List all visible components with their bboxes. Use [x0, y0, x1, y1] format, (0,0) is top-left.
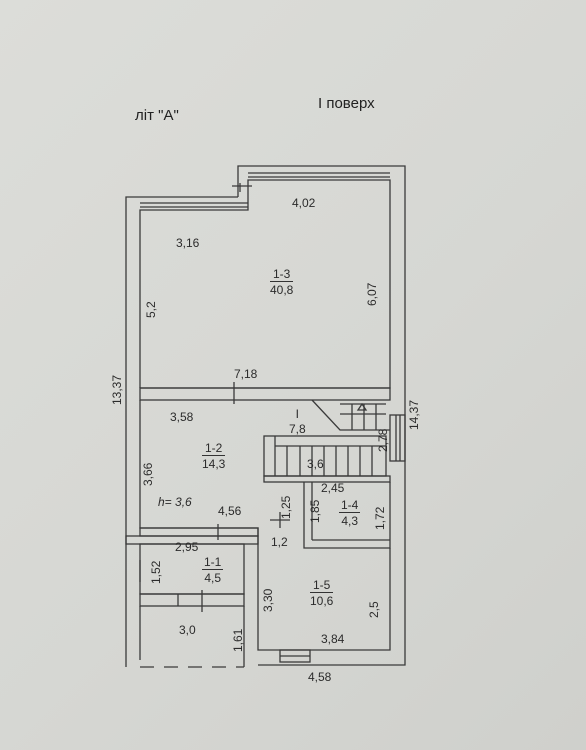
dim-13-37: 13,37	[110, 374, 124, 405]
room-1-4-label: 1-4 4,3	[339, 498, 361, 528]
room-1-2-label: 1-2 14,3	[202, 442, 226, 471]
dim-1-72: 1,72	[373, 506, 387, 530]
room-1-3-label: 1-3 40,8	[270, 268, 294, 297]
dim-3-0: 3,0	[179, 623, 196, 637]
dim-2-78: 2,78	[376, 428, 390, 452]
room-area: 4,3	[341, 514, 359, 528]
dim-1-52: 1,52	[149, 560, 163, 584]
dim-1-25: 1,25	[279, 495, 293, 519]
room-number: 1-5	[310, 579, 334, 593]
room-area: 10,6	[310, 594, 334, 608]
room-area: 4,5	[204, 571, 222, 585]
dim-1-85: 1,85	[308, 499, 322, 523]
dim-1-61: 1,61	[231, 628, 245, 652]
room-1-5-label: 1-5 10,6	[310, 579, 334, 608]
dim-3-30: 3,30	[261, 588, 275, 612]
dim-1-2: 1,2	[271, 535, 288, 549]
dim-5-2: 5,2	[144, 301, 158, 318]
outer-wall	[125, 196, 238, 667]
dim-3-84: 3,84	[321, 632, 345, 646]
room-area: 40,8	[270, 283, 294, 297]
ceiling-height: h= 3,6	[158, 495, 192, 509]
dim-14-37: 14,37	[407, 399, 421, 430]
room-area: 14,3	[202, 457, 226, 471]
stair-area: 7,8	[289, 422, 306, 436]
inner-wall-outline	[139, 179, 391, 389]
dim-4-56: 4,56	[218, 504, 242, 518]
stair-label: І 7,8	[289, 408, 306, 435]
dim-4-58: 4,58	[308, 670, 332, 684]
dim-4-02: 4,02	[292, 196, 316, 210]
dim-6-07: 6,07	[365, 282, 379, 306]
floor-label: І поверх	[318, 95, 375, 112]
room-number: 1-2	[202, 442, 226, 456]
stair-outline	[311, 399, 390, 431]
room-number: 1-3	[270, 268, 294, 282]
building-label: літ "А"	[135, 107, 179, 124]
dim-2-5: 2,5	[367, 601, 381, 618]
room-number: 1-1	[202, 555, 224, 570]
dim-2-95: 2,95	[175, 540, 199, 554]
room-number: 1-4	[339, 498, 361, 513]
dim-2-45: 2,45	[321, 481, 345, 495]
dim-3-6: 3,6	[307, 457, 324, 471]
outer-wall-right	[237, 165, 406, 666]
stair-number: І	[295, 407, 300, 421]
dim-7-18: 7,18	[234, 367, 258, 381]
dim-3-16: 3,16	[176, 236, 200, 250]
dim-3-66: 3,66	[141, 462, 155, 486]
dim-3-58: 3,58	[170, 410, 194, 424]
room-1-1-label: 1-1 4,5	[202, 555, 224, 585]
